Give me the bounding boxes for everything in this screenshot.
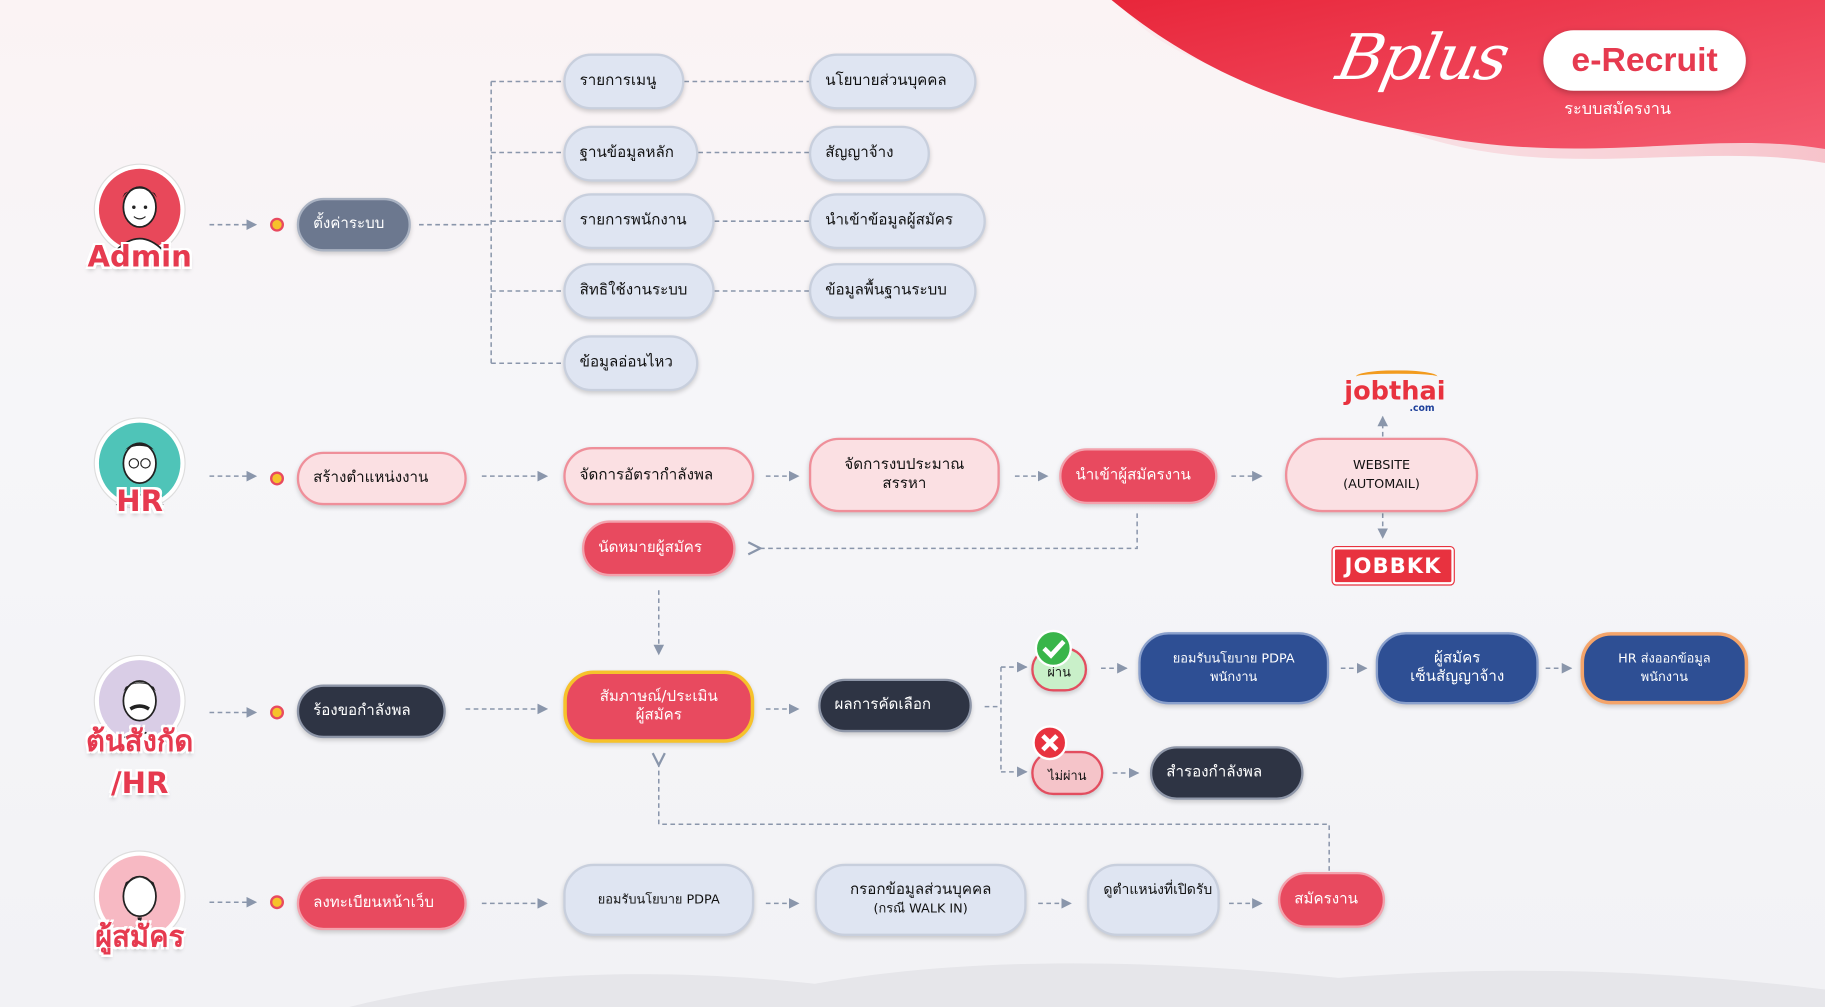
jobbkk-logo: JOBBKK bbox=[1332, 547, 1454, 585]
brand-subtitle: ระบบสมัครงาน bbox=[1564, 100, 1672, 119]
node-label: ข้อมูลพื้นฐานระบบ bbox=[825, 281, 947, 300]
node-label: นัดหมายผู้สมัคร bbox=[598, 539, 703, 557]
node-label: สำรองกำลังพล bbox=[1166, 763, 1263, 782]
node-view-open-positions: ดูตำแหน่งที่เปิดรับ bbox=[1087, 863, 1220, 936]
node-admin-contract: สัญญาจ้าง bbox=[808, 125, 930, 182]
node-admin-import-applicants: นำเข้าข้อมูลผู้สมัคร bbox=[808, 193, 986, 250]
node-apply: สมัครงาน bbox=[1277, 871, 1386, 928]
node-appointment: นัดหมายผู้สมัคร bbox=[581, 520, 736, 577]
node-label: (กรณี WALK IN) bbox=[873, 901, 968, 917]
node-admin-employee-list: รายการพนักงาน bbox=[563, 193, 715, 250]
node-system-settings: ตั้งค่าระบบ bbox=[296, 197, 411, 252]
node-fail: ไม่ผ่าน bbox=[1031, 750, 1104, 796]
role-applicant: ผู้สมัคร bbox=[81, 850, 209, 966]
start-dot-applicant bbox=[270, 895, 284, 910]
node-label: ผ่าน bbox=[1047, 664, 1071, 680]
jobthai-logo: jobthai .com bbox=[1344, 370, 1446, 413]
node-website-automail: WEBSITE (AUTOMAIL) bbox=[1284, 437, 1479, 513]
brand-script: Bplus bbox=[1330, 20, 1514, 95]
node-label: รายการเมนู bbox=[579, 72, 657, 90]
node-label: นโยบายส่วนบุคคล bbox=[825, 72, 947, 90]
node-label: สัญญาจ้าง bbox=[825, 144, 894, 162]
node-label: พนักงาน bbox=[1640, 669, 1688, 685]
node-label: นำเข้าข้อมูลผู้สมัคร bbox=[825, 211, 954, 230]
node-admin-menu-list: รายการเมนู bbox=[563, 53, 685, 110]
role-label-dept-line1: ต้นสังกัด bbox=[86, 724, 194, 758]
node-label: สรรหา bbox=[882, 474, 927, 493]
node-label: ผู้สมัคร bbox=[1434, 649, 1481, 668]
node-create-position: สร้างตำแหน่งงาน bbox=[296, 451, 467, 506]
node-label: นำเข้าผู้สมัครงาน bbox=[1075, 466, 1191, 485]
node-selection-result: ผลการคัดเลือก bbox=[818, 678, 972, 733]
node-label: สมัครงาน bbox=[1294, 890, 1358, 909]
node-label: พนักงาน bbox=[1210, 669, 1258, 685]
node-sign-contract: ผู้สมัครเซ็นสัญญาจ้าง bbox=[1375, 632, 1539, 705]
cross-icon bbox=[1032, 725, 1068, 761]
node-label: ผลการคัดเลือก bbox=[834, 696, 932, 714]
brand-logo: Bplus bbox=[1331, 21, 1536, 114]
node-admin-master-data: ฐานข้อมูลหลัก bbox=[563, 125, 699, 182]
node-label: ฐานข้อมูลหลัก bbox=[579, 144, 674, 162]
node-pass: ผ่าน bbox=[1031, 647, 1088, 692]
node-request-manpower: ร้องขอกำลังพล bbox=[296, 684, 446, 739]
node-label: ร้องขอกำลังพล bbox=[313, 701, 411, 720]
role-admin: Admin bbox=[81, 163, 209, 279]
node-label: ตั้งค่าระบบ bbox=[313, 215, 385, 233]
role-hr: HR bbox=[81, 417, 209, 533]
node-manpower: จัดการอัตรากำลังพล bbox=[563, 447, 755, 506]
node-admin-basic-data: ข้อมูลพื้นฐานระบบ bbox=[808, 263, 977, 319]
node-label: ดูตำแหน่งที่เปิดรับ bbox=[1103, 881, 1213, 898]
node-label: เซ็นสัญญาจ้าง bbox=[1410, 668, 1505, 686]
start-dot-hr bbox=[270, 471, 284, 486]
start-dot-dept bbox=[270, 705, 284, 720]
node-label: จัดการอัตรากำลังพล bbox=[579, 466, 714, 485]
role-label-hr: HR bbox=[116, 484, 164, 519]
node-label: สัมภาษณ์/ประเมิน bbox=[599, 688, 718, 706]
node-admin-permissions: สิทธิใช้งานระบบ bbox=[563, 263, 715, 319]
node-accept-pdpa: ยอมรับนโยบาย PDPA bbox=[563, 863, 755, 936]
node-admin-sensitive-data: ข้อมูลอ่อนไหว bbox=[563, 335, 699, 392]
node-label: ยอมรับนโยบาย PDPA bbox=[597, 891, 720, 907]
node-label: สร้างตำแหน่งงาน bbox=[313, 469, 429, 487]
node-label: ผู้สมัคร bbox=[635, 706, 682, 725]
node-label: (AUTOMAIL) bbox=[1343, 476, 1420, 492]
role-label-applicant: ผู้สมัคร bbox=[95, 919, 185, 954]
node-accept-pdpa-employee: ยอมรับนโยบาย PDPA พนักงาน bbox=[1138, 632, 1330, 705]
role-dept-hr: ต้นสังกัด /HR bbox=[70, 654, 221, 805]
role-label-dept-line2: /HR bbox=[110, 766, 169, 800]
start-dot-admin bbox=[270, 217, 284, 232]
node-reserve-manpower: สำรองกำลังพล bbox=[1149, 746, 1304, 800]
applicant-avatar-icon bbox=[93, 850, 186, 943]
node-label: ไม่ผ่าน bbox=[1048, 768, 1087, 784]
node-label: รายการพนักงาน bbox=[579, 211, 687, 230]
node-web-register: ลงทะเบียนหน้าเว็บ bbox=[296, 876, 467, 931]
node-export-employee: HR ส่งออกข้อมูลพนักงาน bbox=[1580, 632, 1749, 705]
node-import-applicants: นำเข้าผู้สมัครงาน bbox=[1059, 448, 1218, 505]
node-label: WEBSITE bbox=[1352, 457, 1411, 473]
product-name: e-Recruit bbox=[1571, 41, 1718, 80]
admin-avatar-icon bbox=[93, 163, 186, 256]
node-label: ยอมรับนโยบาย PDPA bbox=[1172, 650, 1295, 666]
check-icon bbox=[1034, 629, 1072, 668]
product-badge: e-Recruit bbox=[1543, 30, 1746, 91]
node-label: ลงทะเบียนหน้าเว็บ bbox=[313, 894, 434, 912]
node-recruit-budget: จัดการงบประมาณสรรหา bbox=[808, 437, 1000, 513]
node-label: สิทธิใช้งานระบบ bbox=[579, 281, 688, 300]
node-label: HR ส่งออกข้อมูล bbox=[1618, 650, 1711, 666]
hr-avatar-icon bbox=[93, 417, 186, 510]
node-fill-personal-info: กรอกข้อมูลส่วนบุคคล (กรณี WALK IN) bbox=[814, 863, 1027, 936]
dept-avatar-icon bbox=[93, 654, 186, 747]
node-interview: สัมภาษณ์/ประเมินผู้สมัคร bbox=[563, 670, 755, 743]
node-label: กรอกข้อมูลส่วนบุคคล bbox=[849, 881, 992, 899]
node-label: ข้อมูลอ่อนไหว bbox=[579, 353, 673, 372]
node-admin-privacy-policy: นโยบายส่วนบุคคล bbox=[808, 53, 977, 110]
node-label: จัดการงบประมาณ bbox=[844, 456, 965, 474]
role-label-admin: Admin bbox=[87, 239, 192, 274]
